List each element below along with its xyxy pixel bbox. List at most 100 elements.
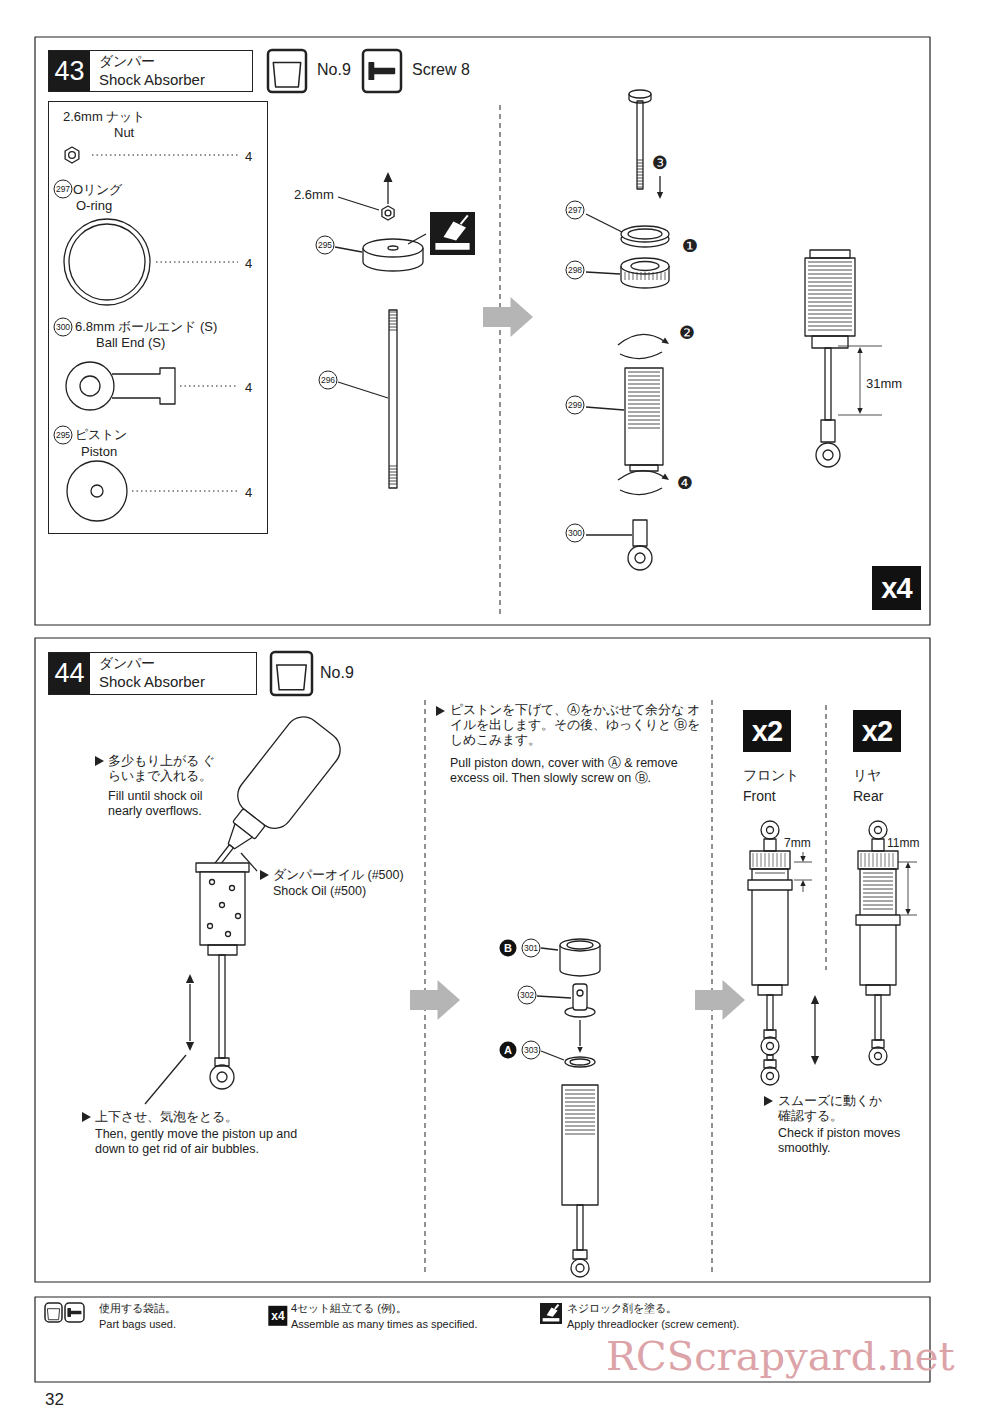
shock-flange: [196, 863, 249, 872]
leader-line: [586, 214, 622, 232]
thread-line: [808, 306, 852, 307]
thread-line: [863, 901, 893, 902]
piston-rod: [875, 995, 881, 1040]
knurl-line: [645, 272, 646, 280]
dotted-leader: [132, 491, 238, 492]
screw-icon: [363, 50, 401, 92]
cap-hole: [567, 941, 593, 949]
oil-bubble: [210, 880, 215, 885]
oil-bottle: [192, 710, 347, 885]
leader-line: [408, 234, 426, 244]
ball-end-ring: [761, 1037, 779, 1055]
dimension: 31mm: [866, 376, 902, 392]
knurl-line: [873, 853, 874, 867]
piston-hole: [91, 485, 103, 497]
knurl-line: [865, 853, 866, 867]
dimension: 11mm: [887, 836, 919, 850]
thread-line: [628, 428, 660, 429]
piston-rod: [219, 955, 225, 1058]
thread-line: [637, 166, 643, 167]
dotted-leader: [156, 262, 238, 263]
ball-end-hole: [823, 450, 833, 460]
illustration: [35, 37, 930, 1382]
ball-end-hole: [217, 1072, 227, 1082]
legend-text: Apply threadlocker (screw cement).: [567, 1318, 739, 1330]
screw-symbol: [435, 243, 469, 250]
title-text: ダンパー: [99, 54, 155, 70]
step-title: 43ダンパーShock Absorber: [48, 50, 253, 92]
thread-line: [565, 1122, 595, 1123]
thread-line: [628, 420, 660, 421]
leader-line: [335, 247, 362, 252]
thread-line: [637, 181, 643, 182]
icon-outline: [363, 50, 401, 92]
thread-line: [808, 262, 852, 263]
thread-line: [863, 889, 893, 890]
thread-line: [565, 1114, 595, 1115]
callout-number: 295: [316, 236, 335, 255]
thread-line: [863, 873, 893, 874]
knurl-line: [869, 853, 870, 867]
step-number: 44: [49, 653, 90, 694]
dimension-line: [803, 852, 804, 856]
legend-text: Part bags used.: [99, 1318, 176, 1330]
part-letter: B: [500, 940, 517, 957]
part-text: 4: [245, 485, 252, 501]
position-label: フロント: [743, 767, 799, 784]
bag-inner: [277, 665, 307, 690]
screw-shaft: [70, 1311, 80, 1313]
shock-cap: [858, 851, 898, 869]
step-arrow: [483, 297, 533, 337]
thread-line: [389, 312, 397, 313]
thread-line: [565, 1102, 595, 1103]
thread-line: [565, 1094, 595, 1095]
knurl-line: [637, 272, 638, 280]
dotted-leader: [92, 155, 238, 156]
bag-outline: [271, 652, 312, 695]
ball-end-socket: [573, 1250, 587, 1259]
piston-hole: [388, 246, 398, 250]
arrow-head: [661, 473, 669, 480]
part-text: ピストン: [75, 427, 127, 443]
step-order: ❹: [677, 474, 693, 492]
dotted-leader: [180, 386, 238, 387]
legend-text: ネジロック剤を塗る。: [567, 1302, 677, 1314]
ball-end-socket: [764, 839, 776, 851]
icon-outline: [65, 1303, 84, 1322]
seal-303: [565, 1057, 595, 1067]
knurl-line: [885, 853, 886, 867]
shock-body: [625, 368, 663, 465]
bullet-marker: [764, 1096, 773, 1106]
thread-line: [628, 412, 660, 413]
thread-line: [565, 1106, 595, 1107]
thread-line: [389, 330, 397, 331]
legend-entry: Apply threadlocker (screw cement).: [567, 1318, 739, 1331]
leader-line: [586, 534, 632, 535]
part-text: Ball End (S): [96, 335, 165, 351]
arrow-head: [384, 172, 393, 182]
knurl-line: [769, 853, 770, 867]
thread-line: [863, 877, 893, 878]
divider: [826, 705, 827, 970]
thread-line: [808, 326, 852, 327]
thread-line: [565, 1098, 595, 1099]
thread-line: [389, 472, 397, 473]
thread-line: [389, 318, 397, 319]
bag-number: No.9: [320, 663, 354, 682]
thread-line: [565, 1110, 595, 1111]
divider: [425, 700, 426, 1275]
thread-line: [565, 1090, 595, 1091]
divider: [500, 105, 501, 615]
leader-line: [537, 996, 571, 998]
knurl-line: [877, 853, 878, 867]
thread-line: [389, 481, 397, 482]
screw-shaft: [637, 101, 643, 189]
step-frame: [35, 638, 930, 1282]
bag-icon: [268, 50, 306, 92]
knurl-line: [665, 272, 666, 280]
ball-end-ring: [628, 546, 652, 570]
note-text: スムーズに動くか 確認する。: [778, 1094, 888, 1124]
shock-cap: [750, 851, 790, 869]
arrow-head: [905, 909, 910, 915]
callout-number: 297: [54, 180, 73, 199]
